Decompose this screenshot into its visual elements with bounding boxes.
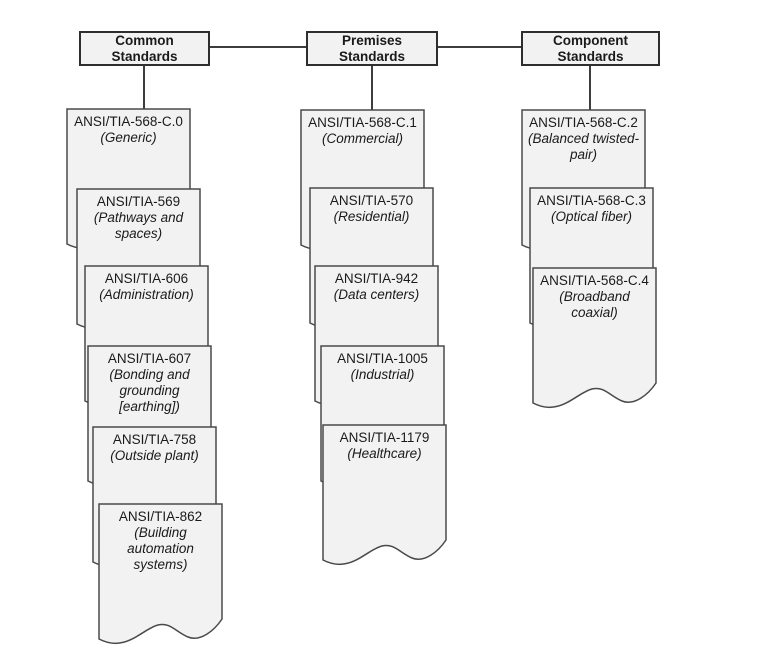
doc-card-title: ANSI/TIA-568-C.2 (529, 115, 638, 130)
doc-card-subtitle: (Generic) (100, 130, 157, 145)
doc-card-subtitle: (Outside plant) (110, 448, 199, 463)
doc-card-subtitle: (Pathways and spaces) (93, 210, 184, 241)
doc-card: ANSI/TIA-862 (Building automation system… (98, 503, 223, 653)
doc-card-title: ANSI/TIA-569 (96, 194, 181, 209)
connector-component-vertical-line (589, 47, 591, 113)
doc-card-title: ANSI/TIA-942 (334, 271, 419, 286)
doc-card-title: ANSI/TIA-568-C.0 (74, 114, 183, 129)
header-component-standards: Component Standards (521, 31, 660, 66)
doc-card-subtitle: (Industrial) (350, 367, 415, 382)
document-shape-icon (98, 503, 223, 645)
document-shape-icon (322, 424, 447, 566)
header-common-standards: Common Standards (79, 31, 210, 66)
doc-card-title: ANSI/TIA-568-C.3 (537, 193, 646, 208)
connector-premises-vertical-line (371, 47, 373, 113)
doc-card-title: ANSI/TIA-1179 (339, 430, 430, 445)
doc-card-title: ANSI/TIA-606 (104, 271, 189, 286)
doc-card-subtitle: (Optical fiber) (550, 209, 633, 224)
doc-card-subtitle: (Balanced twisted-pair) (527, 131, 640, 162)
doc-card-title: ANSI/TIA-568-C.1 (308, 115, 417, 130)
header-premises-standards: Premises Standards (306, 31, 438, 66)
doc-card-title: ANSI/TIA-758 (112, 432, 197, 447)
doc-card-subtitle: (Commercial) (322, 131, 403, 146)
doc-card-title: ANSI/TIA-1005 (337, 351, 428, 366)
doc-card-subtitle: (Data centers) (333, 287, 420, 302)
doc-card-subtitle: (Bonding and grounding [earthing]) (109, 367, 190, 414)
doc-card-title: ANSI/TIA-607 (107, 351, 192, 366)
doc-card-title: ANSI/TIA-568-C.4 (540, 273, 649, 288)
doc-card: ANSI/TIA-1179 (Healthcare) (322, 424, 447, 574)
document-shape-icon (532, 267, 657, 409)
doc-card-subtitle: (Broadband coaxial) (559, 289, 630, 320)
doc-card-subtitle: (Residential) (333, 209, 410, 224)
doc-card-subtitle: (Building automation systems) (127, 525, 194, 572)
doc-card-title: ANSI/TIA-862 (118, 509, 203, 524)
doc-card-title: ANSI/TIA-570 (329, 193, 414, 208)
doc-card-subtitle: (Healthcare) (347, 446, 422, 461)
doc-card-subtitle: (Administration) (99, 287, 194, 302)
connector-common-vertical-line (143, 47, 145, 112)
doc-card: ANSI/TIA-568-C.4 (Broadband coaxial) (532, 267, 657, 417)
